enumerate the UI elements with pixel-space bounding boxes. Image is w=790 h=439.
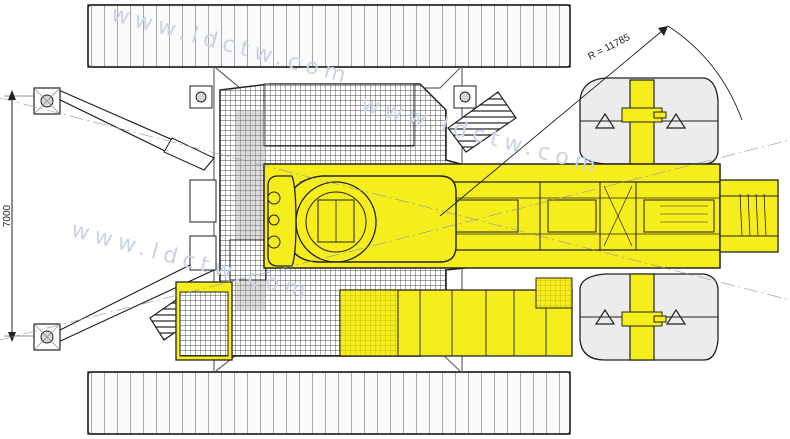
outrigger-pad-inner-upper-left (189, 85, 213, 109)
access-ladder-upper-right (447, 91, 517, 153)
outrigger-pad-upper-left (33, 87, 61, 115)
left-housing-upper (189, 179, 217, 223)
crawler-track-bottom (87, 371, 571, 435)
jacking-column-lower (621, 273, 667, 361)
outrigger-beam-upper (42, 87, 215, 171)
radius-dimension-label: R = 11785 (586, 32, 632, 63)
center-lines (0, 97, 790, 341)
jacking-column-upper (621, 79, 667, 165)
operator-cab (175, 281, 233, 361)
hoist-drum (267, 175, 297, 267)
crawler-track-top (87, 4, 571, 68)
height-dimension: 7000 (2, 90, 34, 342)
height-dimension-label: 7000 (2, 204, 13, 227)
outrigger-pad-lower-left (33, 323, 61, 351)
left-housing-lower (189, 235, 217, 271)
machinery-house (339, 277, 573, 357)
slewing-ring (284, 175, 457, 263)
outrigger-pad-inner-upper-right (453, 85, 477, 109)
